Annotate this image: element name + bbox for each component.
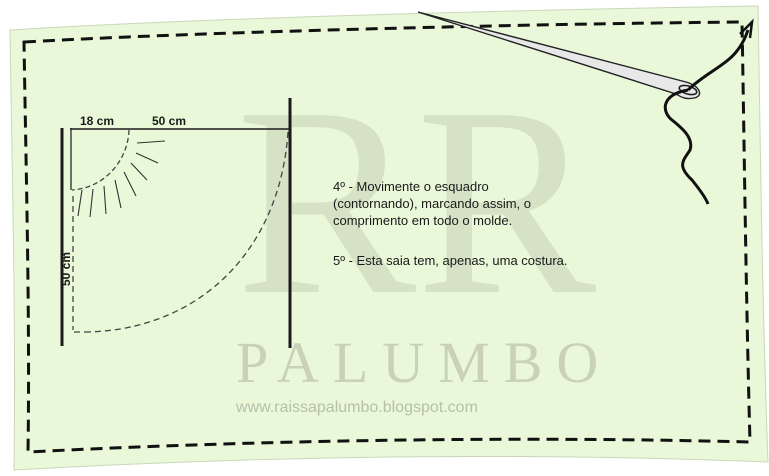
ruler-marks	[77, 140, 166, 218]
arrow-icon	[739, 18, 754, 39]
waist-radius-label: 18 cm	[80, 114, 114, 128]
fabric-sheet	[9, 5, 769, 471]
step-4-line-3: comprimento em todo o molde.	[333, 213, 513, 228]
step-4-text: 4º - Movimente o esquadro (contornando),…	[333, 178, 531, 229]
step-5-line: 5º - Esta saia tem, apenas, uma costura.	[333, 253, 568, 268]
watermark-brand: PALUMBO	[236, 330, 612, 395]
watermark-url: www.raissapalumbo.blogspot.com	[235, 399, 478, 416]
step-5-text: 5º - Esta saia tem, apenas, uma costura.	[333, 252, 568, 269]
watermark-monogram: RR	[236, 52, 597, 351]
svg-text:RR: RR	[236, 52, 597, 351]
length-side-label: 50 cm	[59, 252, 73, 286]
length-top-label: 50 cm	[152, 114, 186, 128]
stitch-line	[22, 20, 752, 454]
step-4-line-1: 4º - Movimente o esquadro	[333, 179, 489, 194]
step-4-line-2: (contornando), marcando assim, o	[333, 196, 531, 211]
thread-icon	[663, 29, 750, 205]
hem-curve	[85, 131, 289, 333]
waist-arc	[71, 129, 130, 191]
